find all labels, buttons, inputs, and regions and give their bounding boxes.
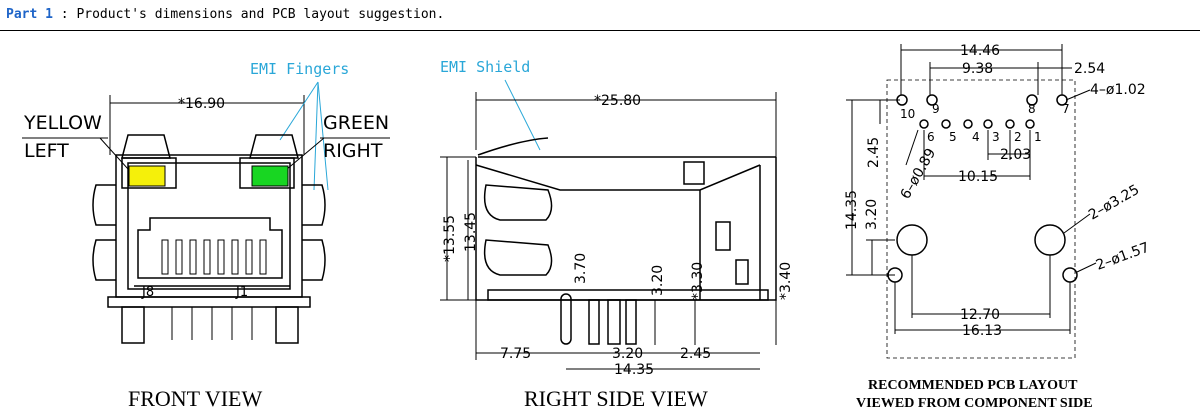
green-label: GREEN <box>323 112 389 134</box>
pcb-hole-089: 6–ø0.89 <box>898 146 940 202</box>
front-width-dim: *16.90 <box>178 96 225 112</box>
pin-3: 3 <box>992 130 1000 144</box>
side-dim-370: 3.70 <box>573 253 589 284</box>
pcb-dim-938: 9.38 <box>962 61 993 77</box>
pcb-dim-1015: 10.15 <box>958 169 998 185</box>
technical-drawing: *16.90 EMI Fingers YELLOW LEFT GREEN RIG… <box>22 43 1152 411</box>
pcb-hole-325: 2–ø3.25 <box>1086 182 1142 224</box>
pin-10: 10 <box>900 107 915 121</box>
pin-2: 2 <box>1014 130 1022 144</box>
pcb-caption-1: RECOMMENDED PCB LAYOUT <box>868 378 1078 393</box>
right-label: RIGHT <box>323 140 383 162</box>
pcb-dim-1270: 12.70 <box>960 307 1000 323</box>
pcb-dim-1446: 14.46 <box>960 43 1000 59</box>
side-height-dim-1: *13.55 <box>442 215 458 262</box>
emi-fingers-label: EMI Fingers <box>250 60 349 78</box>
pcb-hole-157: 2–ø1.57 <box>1094 240 1152 274</box>
pcb-dim-245: 2.45 <box>866 137 882 168</box>
side-view-caption: RIGHT SIDE VIEW <box>524 386 708 411</box>
side-height-dim-2: 13.45 <box>463 212 479 252</box>
side-dim-330: *3.30 <box>690 262 706 300</box>
side-dim-775: 7.75 <box>500 346 531 362</box>
pcb-layout: 14.46 9.38 2.54 4–ø1.02 10 9 8 7 6 5 4 3… <box>844 43 1152 411</box>
yellow-led <box>128 165 166 187</box>
emi-shield-label: EMI Shield <box>440 58 530 76</box>
pin-8: 8 <box>1028 102 1036 116</box>
section-header: Part 1 : Product's dimensions and PCB la… <box>0 0 1200 31</box>
right-side-view: EMI Shield *25.80 *13.55 13.45 <box>440 58 794 411</box>
yellow-label: YELLOW <box>23 112 102 134</box>
front-view: *16.90 EMI Fingers YELLOW LEFT GREEN RIG… <box>22 60 390 411</box>
side-length-dim: *25.80 <box>594 93 641 109</box>
side-dim-320a: 3.20 <box>650 265 666 296</box>
part-label: Part 1 <box>6 7 53 22</box>
pin-5: 5 <box>949 130 957 144</box>
pin-7: 7 <box>1062 102 1070 116</box>
pcb-caption-2: VIEWED FROM COMPONENT SIDE <box>856 396 1093 411</box>
pcb-dim-203: 2.03 <box>1000 147 1031 163</box>
pin-6: 6 <box>927 130 935 144</box>
side-dim-340: *3.40 <box>778 262 794 300</box>
pin-1: 1 <box>1034 130 1042 144</box>
section-title: : Product's dimensions and PCB layout su… <box>52 7 445 22</box>
pcb-dim-320: 3.20 <box>864 199 880 230</box>
rj45-contacts <box>161 239 267 275</box>
green-led <box>251 165 289 187</box>
side-dim-320b: 3.20 <box>612 346 643 362</box>
pcb-hole-102: 4–ø1.02 <box>1090 82 1146 98</box>
pcb-dim-1435: 14.35 <box>844 190 860 230</box>
pin-9: 9 <box>932 102 940 116</box>
side-dim-245: 2.45 <box>680 346 711 362</box>
side-dim-1435: 14.35 <box>614 362 654 378</box>
front-view-caption: FRONT VIEW <box>128 386 262 411</box>
pcb-dim-254: 2.54 <box>1074 61 1105 77</box>
pcb-dim-1613: 16.13 <box>962 323 1002 339</box>
pin-4: 4 <box>972 130 980 144</box>
left-label: LEFT <box>24 140 69 162</box>
